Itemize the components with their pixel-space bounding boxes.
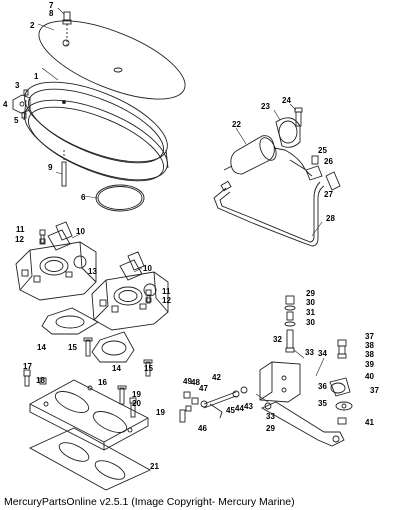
callout-32: 32 <box>273 335 282 344</box>
callout-36: 36 <box>318 382 327 391</box>
fuel-line-fittings <box>284 149 341 191</box>
fasteners-17-20 <box>23 369 137 418</box>
air-filter-cover <box>38 20 186 100</box>
callout-22: 22 <box>232 120 241 129</box>
callout-18: 18 <box>36 376 45 385</box>
callout-29b: 29 <box>266 424 275 433</box>
adapter-plate <box>29 379 149 451</box>
callout-3: 3 <box>15 81 20 90</box>
throttle-body-right <box>91 251 169 331</box>
callout-13: 13 <box>88 267 97 276</box>
callout-11: 11 <box>16 225 25 234</box>
gasket-left <box>41 307 99 335</box>
callout-8: 8 <box>49 9 54 18</box>
o-ring-seal <box>95 184 145 212</box>
callout-2: 2 <box>30 21 35 30</box>
callout-33b: 33 <box>266 412 275 421</box>
callout-25: 25 <box>318 146 327 155</box>
callout-23: 23 <box>261 102 270 111</box>
callout-30b: 30 <box>306 318 315 327</box>
callout-28: 28 <box>326 214 335 223</box>
callout-16: 16 <box>98 378 107 387</box>
callout-37b: 37 <box>370 386 379 395</box>
callout-45: 45 <box>226 406 235 415</box>
throttle-body-left <box>15 221 97 301</box>
callout-35: 35 <box>318 399 327 408</box>
callout-12b: 12 <box>162 296 171 305</box>
callout-48: 48 <box>191 378 200 387</box>
filter-bracket <box>275 107 303 148</box>
callout-40: 40 <box>365 372 374 381</box>
callout-14b: 14 <box>112 364 121 373</box>
callout-20: 20 <box>132 399 141 408</box>
callout-49: 49 <box>183 377 192 386</box>
callout-47: 47 <box>199 384 208 393</box>
callout-4: 4 <box>3 100 8 109</box>
callout-17: 17 <box>23 362 32 371</box>
callout-6: 6 <box>81 193 86 202</box>
callout-1: 1 <box>34 72 39 81</box>
callout-31: 31 <box>306 308 315 317</box>
callout-21: 21 <box>150 462 159 471</box>
callout-37a: 37 <box>365 332 374 341</box>
callout-41: 41 <box>365 418 374 427</box>
callout-7: 7 <box>49 1 54 10</box>
throttle-lever <box>260 401 345 447</box>
callout-27: 27 <box>324 190 333 199</box>
callout-14a: 14 <box>37 343 46 352</box>
callout-38b: 38 <box>365 350 374 359</box>
studs <box>83 337 153 377</box>
callout-15b: 15 <box>144 364 153 373</box>
mounting-bracket <box>12 89 31 119</box>
callout-30a: 30 <box>306 298 315 307</box>
callout-34: 34 <box>318 349 327 358</box>
callout-26: 26 <box>324 157 333 166</box>
fuel-filter <box>223 135 286 175</box>
base-gasket <box>28 427 152 491</box>
callout-43: 43 <box>244 402 253 411</box>
callout-10a: 10 <box>76 227 85 236</box>
callout-42: 42 <box>212 373 221 382</box>
callout-15a: 15 <box>68 343 77 352</box>
linkage-bracket <box>259 361 301 403</box>
callout-29a: 29 <box>306 289 315 298</box>
callout-38a: 38 <box>365 341 374 350</box>
callout-9: 9 <box>48 163 53 172</box>
callout-labels: 1 2 3 4 5 6 7 8 9 10 10 11 12 13 11 12 1… <box>3 1 379 471</box>
callout-11b: 11 <box>162 287 171 296</box>
screws-nuts-11-12 <box>39 229 152 304</box>
leader-lines <box>37 7 325 403</box>
callout-10b: 10 <box>143 264 152 273</box>
copyright-caption: MercuryPartsOnline v2.5.1 (Image Copyrig… <box>4 496 295 508</box>
callout-46: 46 <box>198 424 207 433</box>
callout-5: 5 <box>14 116 19 125</box>
fuel-line-hose <box>213 180 325 247</box>
callout-44: 44 <box>235 404 244 413</box>
gasket-right <box>91 331 135 363</box>
callout-12a: 12 <box>15 235 24 244</box>
linkage-rod <box>179 386 248 423</box>
air-filter-element <box>23 81 169 182</box>
lever-hardware-right <box>329 339 353 425</box>
callout-39: 39 <box>365 360 374 369</box>
callout-19b: 19 <box>156 408 165 417</box>
callout-33a: 33 <box>305 348 314 357</box>
linkage-stack <box>284 295 296 353</box>
callout-24: 24 <box>282 96 291 105</box>
callout-19a: 19 <box>132 390 141 399</box>
